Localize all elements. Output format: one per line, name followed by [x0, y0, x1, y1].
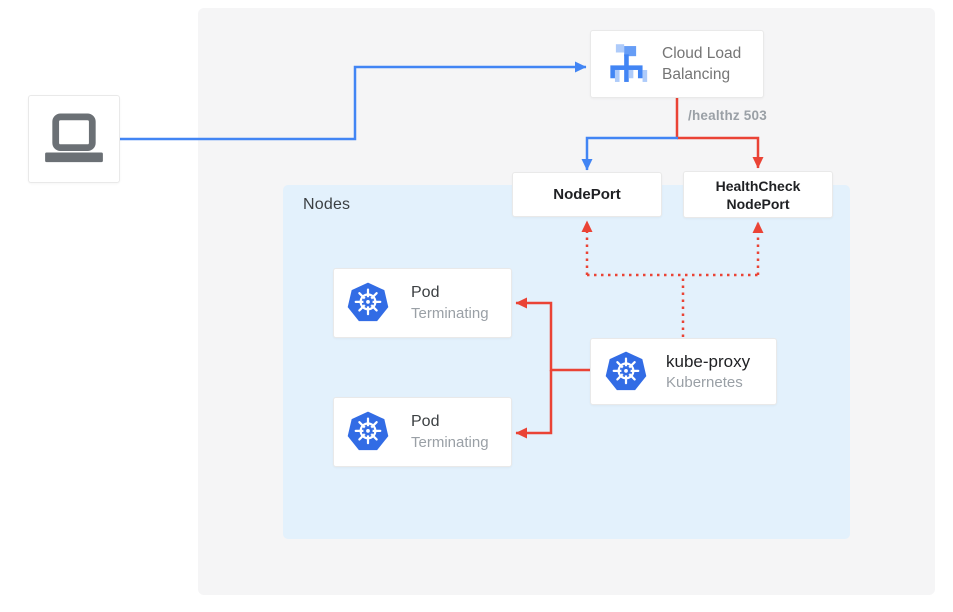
- kube-proxy-subtitle: Kubernetes: [666, 373, 743, 391]
- kubernetes-icon: [347, 282, 389, 322]
- nodeport-label: NodePort: [553, 186, 621, 203]
- pod-terminating-node-1: Pod Terminating: [333, 268, 512, 338]
- kube-proxy-label-group: kube-proxy Kubernetes: [666, 351, 750, 393]
- kube-proxy-node: kube-proxy Kubernetes: [590, 338, 777, 405]
- kube-proxy-title: kube-proxy: [666, 351, 751, 371]
- kubernetes-icon: [605, 351, 647, 390]
- pod-status: Terminating: [411, 434, 489, 451]
- client-node: [28, 95, 120, 183]
- kubernetes-icon: [347, 411, 389, 451]
- cloud-load-balancing-label: Cloud Load Balancing: [662, 45, 742, 83]
- healthcheck-nodeport-label: HealthCheck NodePort: [715, 177, 801, 212]
- healthz-503-label: /healthz 503: [688, 108, 767, 123]
- pod-status: Terminating: [411, 305, 489, 322]
- pod-title: Pod: [411, 413, 440, 430]
- healthcheck-nodeport-node: HealthCheck NodePort: [683, 171, 833, 218]
- nodes-group-label: Nodes: [303, 196, 351, 213]
- laptop-icon: [45, 113, 103, 163]
- cloud-load-balancing-node: Cloud Load Balancing: [590, 30, 764, 98]
- pod-label-group: Pod Terminating: [411, 282, 489, 324]
- pod-title: Pod: [411, 284, 440, 301]
- pod-terminating-node-2: Pod Terminating: [333, 397, 512, 467]
- pod-label-group: Pod Terminating: [411, 411, 489, 453]
- cloud-load-balancing-icon: [610, 44, 648, 82]
- nodeport-node: NodePort: [512, 172, 662, 217]
